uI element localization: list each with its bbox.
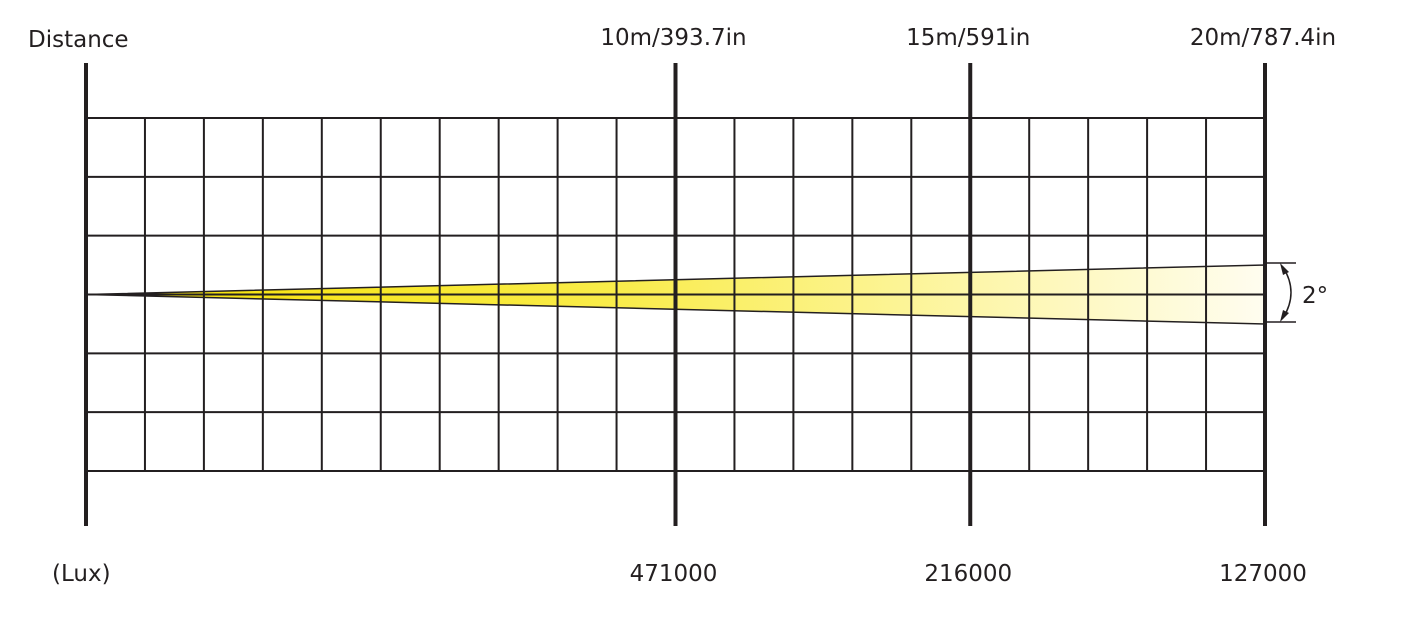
distance-markers xyxy=(84,63,1267,526)
distance-value-label: 10m/393.7in xyxy=(600,25,746,51)
distance-value-label: 20m/787.4in xyxy=(1190,25,1336,51)
angle-arrow-top xyxy=(1280,263,1289,275)
beam-angle-label: 2° xyxy=(1302,283,1328,309)
angle-arrow-bottom xyxy=(1280,310,1289,322)
distance-value-label: 15m/591in xyxy=(906,25,1030,51)
lux-value-label: 216000 xyxy=(924,561,1012,587)
angle-arc xyxy=(1282,266,1292,319)
lux-label: (Lux) xyxy=(52,561,111,587)
lux-value-label: 127000 xyxy=(1219,561,1307,587)
axis-labels: 10m/393.7in 471000 15m/591in 216000 20m/787.… xyxy=(600,25,1336,587)
lux-value-label: 471000 xyxy=(630,561,718,587)
distance-label: Distance xyxy=(28,27,129,53)
beam-angle-annotation: 2° xyxy=(1265,262,1328,323)
